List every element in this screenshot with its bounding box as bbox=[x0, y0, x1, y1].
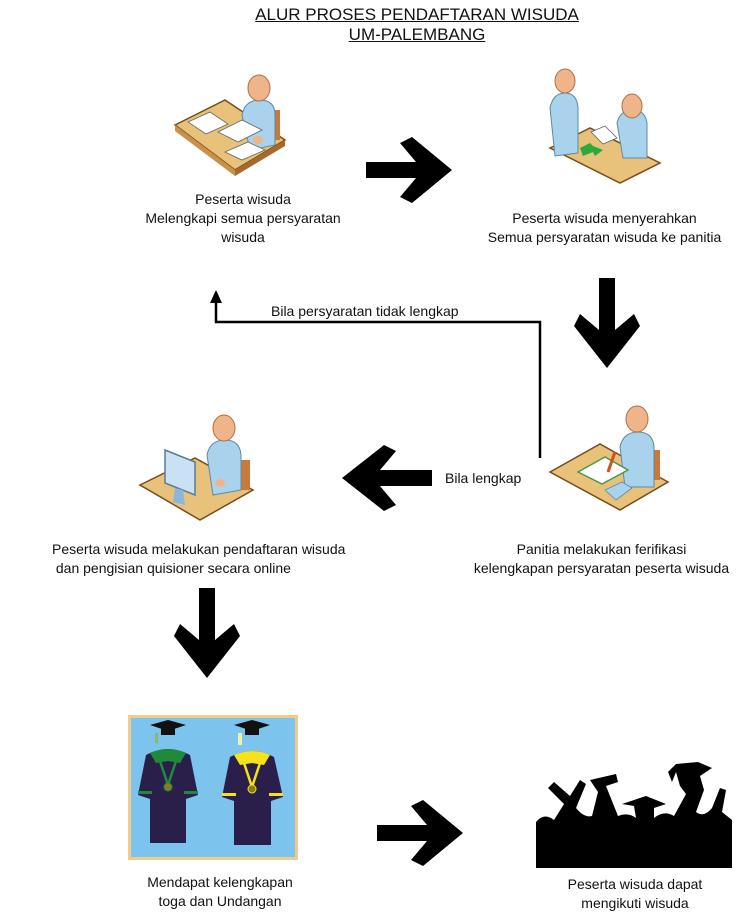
title-line-2: UM-PALEMBANG bbox=[348, 25, 486, 44]
graduates-silhouette-icon bbox=[536, 762, 732, 868]
step-caption-pendaftaran-online: Peserta wisuda melakukan pendaftaran wis… bbox=[52, 541, 346, 576]
diagram-title: ALUR PROSES PENDAFTARAN WISUDA UM-PALEMB… bbox=[0, 5, 749, 45]
arrow-down-icon bbox=[574, 278, 640, 368]
arrow-down-icon bbox=[174, 588, 240, 678]
step-caption-toga: Mendapat kelengkapan toga dan Undangan bbox=[147, 874, 293, 909]
arrow-right-icon bbox=[377, 800, 463, 866]
step-caption-menyerahkan: Peserta wisuda menyerahkan Semua persyar… bbox=[487, 210, 722, 245]
complete-label: Bila lengkap bbox=[445, 470, 522, 486]
title-line-1: ALUR PROSES PENDAFTARAN WISUDA bbox=[255, 5, 579, 24]
person-writing-at-desk-icon bbox=[548, 405, 670, 511]
two-people-handing-documents-icon bbox=[548, 68, 662, 184]
arrow-left-icon bbox=[342, 445, 432, 511]
arrow-right-icon bbox=[366, 137, 452, 203]
step-caption-melengkapi: Peserta wisuda Melengkapi semua persyara… bbox=[145, 191, 341, 245]
person-at-desk-with-documents-icon bbox=[173, 74, 287, 176]
incomplete-label: Bila persyaratan tidak lengkap bbox=[271, 303, 459, 319]
step-caption-mengikuti-wisuda: Peserta wisuda dapat mengikuti wisuda bbox=[567, 876, 703, 911]
graduation-gowns-icon bbox=[128, 715, 298, 860]
person-at-computer-icon bbox=[138, 414, 255, 521]
step-caption-verifikasi: Panitia melakukan ferifikasi kelengkapan… bbox=[473, 541, 730, 576]
